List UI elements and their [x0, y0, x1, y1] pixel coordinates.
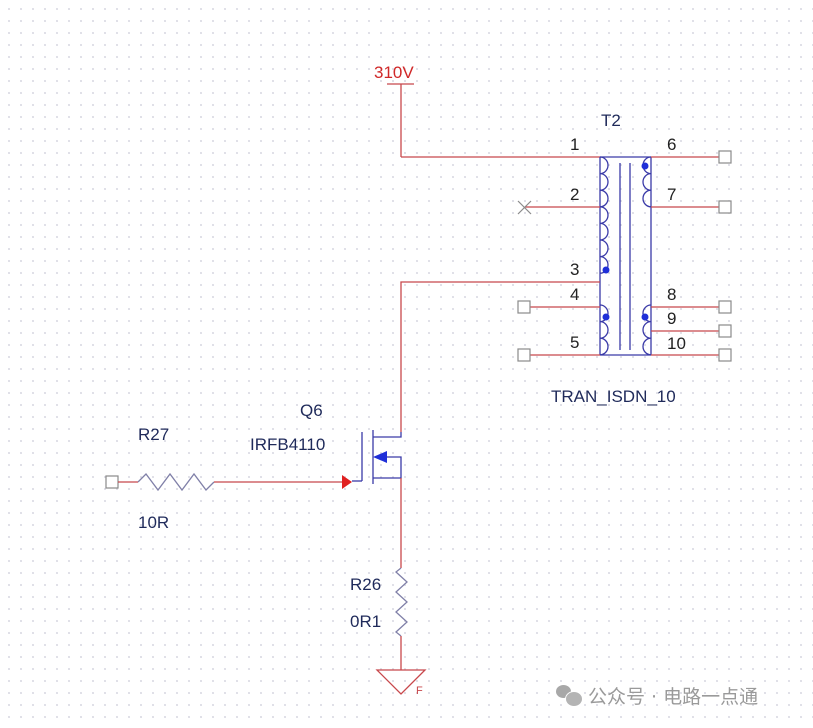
polarity-dot-pin4 [602, 313, 610, 321]
pin-5-label: 5 [570, 333, 579, 352]
polarity-dot-pin6 [641, 162, 649, 170]
r27-ref: R27 [138, 425, 169, 444]
r26-ref: R26 [350, 575, 381, 594]
transformer-t2[interactable]: T2 TRAN_ISDN_10 [551, 111, 676, 406]
wechat-icon [556, 684, 583, 707]
port-pin9[interactable] [718, 324, 732, 338]
pin-10-label: 10 [667, 334, 686, 353]
pin-4-label: 4 [570, 285, 579, 304]
pin-8-label: 8 [667, 285, 676, 304]
port-pin6[interactable] [718, 150, 732, 164]
power-label: 310V [374, 63, 414, 82]
transformer-part: TRAN_ISDN_10 [551, 387, 676, 406]
body-diode-arrow-icon [373, 451, 387, 463]
no-connect-marker [517, 200, 532, 215]
port-pin10[interactable] [718, 348, 732, 362]
mosfet-q6[interactable]: Q6 IRFB4110 [250, 401, 402, 484]
port-pin4[interactable] [517, 300, 531, 314]
drain-lead [373, 432, 402, 438]
port-pin5[interactable] [517, 348, 531, 362]
pin-9-label: 9 [667, 309, 676, 328]
port-gate-input[interactable] [105, 475, 119, 489]
ground-label: F [416, 685, 423, 697]
r27-value: 10R [138, 513, 169, 532]
pin-2-label: 2 [570, 185, 579, 204]
pin-1-label: 1 [570, 135, 579, 154]
polarity-dot-pin3 [602, 266, 610, 274]
port-pin7[interactable] [718, 200, 732, 214]
polarity-dot-pin8 [641, 313, 649, 321]
power-symbol-310v[interactable]: 310V [374, 63, 414, 157]
ground-symbol[interactable]: F [375, 669, 427, 697]
watermark: 公众号 · 电路一点通 [556, 680, 758, 710]
resistor-r27-zigzag [137, 472, 215, 492]
ground-triangle-icon [375, 669, 427, 695]
wire-pin3-drain [400, 281, 600, 432]
resistor-r26-zigzag [394, 567, 408, 637]
pin-7-label: 7 [667, 185, 676, 204]
resistor-r27[interactable]: R27 10R [137, 425, 215, 532]
transformer-ref: T2 [601, 111, 621, 130]
source-lead [373, 456, 402, 479]
pin-3-label: 3 [570, 260, 579, 279]
gate-arrow-icon [342, 475, 352, 489]
r26-value: 0R1 [350, 612, 381, 631]
secondary-winding-coils [642, 156, 652, 356]
resistor-r26[interactable]: R26 0R1 [350, 567, 408, 637]
mosfet-part: IRFB4110 [250, 435, 325, 454]
pin-6-label: 6 [667, 135, 676, 154]
mosfet-ref: Q6 [300, 401, 323, 420]
primary-winding-coils [599, 156, 609, 356]
watermark-text: 公众号 · 电路一点通 [588, 685, 759, 708]
port-pin8[interactable] [718, 300, 732, 314]
